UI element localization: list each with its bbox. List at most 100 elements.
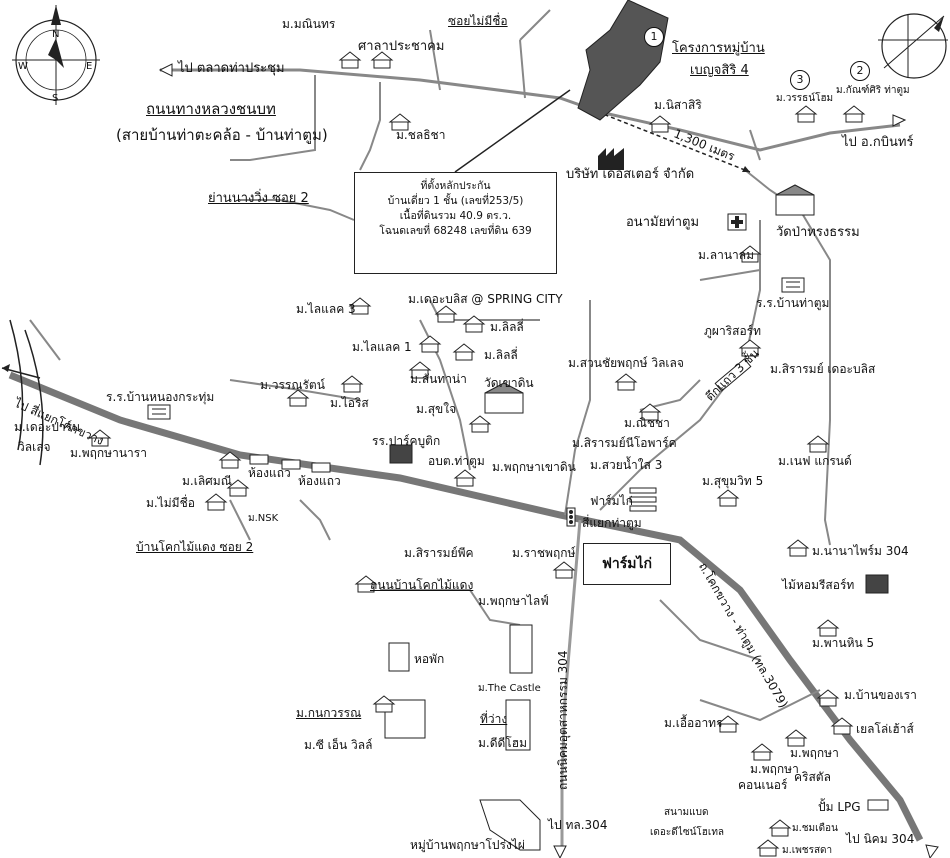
label: ม.เดอะปาร์ม	[14, 420, 80, 434]
label: ม.ชมเดือน	[792, 823, 838, 834]
label: ม.กนกวรรณ	[296, 706, 362, 720]
info-title: ที่ตั้งหลักประกัน	[420, 180, 491, 192]
label: ม.พฤกษาเขาดิน	[492, 460, 576, 474]
label: คริสตัล	[794, 770, 831, 784]
arrow-nikhom	[925, 844, 939, 858]
compass-w: W	[18, 61, 28, 72]
school-icon	[781, 277, 805, 293]
info-line1: บ้านเดี่ยว 1 ชั้น (เลขที่253/5)	[387, 195, 524, 207]
label: ปั้ม LPG	[818, 800, 861, 814]
label: ม.สิรารมย์นีโอพาร์ค	[572, 436, 677, 450]
info-line3: โฉนดเลขที่ 68248 เลขที่ดิน 639	[379, 225, 532, 237]
label: สี่แยกท่าตูม	[582, 516, 642, 530]
label: ม.พฤกษาไลฟ์	[478, 594, 549, 608]
resort-icon	[865, 574, 889, 594]
label: ถนนนิคมอุตสาหกรรม 304	[556, 650, 570, 790]
label: ม.เลิศมณี	[182, 474, 232, 488]
label: ม.พฤกษา	[790, 746, 839, 760]
label: ที่ว่าง	[480, 712, 508, 726]
factory-icon	[598, 148, 624, 170]
label: ม.ซี เอ็น วิลล์	[304, 738, 373, 752]
compass-right	[878, 13, 948, 79]
road-east	[744, 169, 831, 546]
marker-2[interactable]: 2	[850, 61, 870, 81]
label: ร.ร.บ้านท่าตูม	[756, 296, 830, 310]
label: ม.นานาไพร์ม 304	[812, 544, 909, 558]
label: ซอยไม่มีชื่อ	[448, 14, 508, 28]
chicken-farm-bars	[629, 487, 657, 512]
arrow-304	[553, 845, 567, 858]
road-south	[560, 519, 582, 850]
temple-icon	[775, 184, 815, 216]
label: อนามัยท่าตูม	[626, 215, 700, 230]
label: ม.สิรารมย์พีค	[404, 546, 474, 560]
main-road-west	[8, 371, 924, 842]
label: เบญจสิริ 4	[690, 63, 749, 78]
label: ไป ตลาดท่าประชุม	[178, 61, 285, 76]
label: ม.พฤกษานารา	[70, 446, 147, 460]
label: เดอะดีไซน์โฮเทล	[650, 827, 725, 838]
label: ม.กัณฑ์ศิริ ท่าตูม	[836, 85, 910, 96]
label: ม.สุขุมวิท 5	[702, 474, 764, 488]
label: ม.สุขใจ	[416, 402, 457, 416]
label: ม.วรรณรัตน์	[260, 378, 325, 392]
school-icon-3	[389, 444, 413, 464]
label: ไม้หอมรีสอร์ท	[782, 578, 855, 592]
label: ม.ลันทาน่า	[410, 372, 467, 386]
label: ไป ทล.304	[548, 818, 608, 832]
label: ร.ร.บ้านหนองกระทุ่ม	[106, 390, 215, 404]
label: ถนนบ้านโคกไม้แดง	[370, 578, 474, 592]
label: ม.The Castle	[478, 683, 541, 694]
compass-e: E	[86, 61, 93, 72]
compass-left	[12, 5, 100, 105]
school-icon-2	[147, 404, 171, 420]
label: ม.สิรารมย์ เดอะบลิส	[770, 362, 876, 376]
label: ม.ชลธิชา	[396, 128, 446, 142]
marker-3[interactable]: 3	[790, 70, 810, 90]
label: ม.เนฟ แกรนด์	[778, 454, 852, 468]
house-icons	[88, 51, 866, 857]
label: ม.พานหิน 5	[812, 636, 875, 650]
road-north	[564, 300, 591, 516]
label: ม.วรรธน์โฮม	[776, 93, 834, 104]
label: หมู่บ้านพฤกษาโปร่งไผ่	[410, 838, 525, 852]
label: ภูผาริสอร์ท	[704, 324, 762, 338]
health-cross-icon	[727, 213, 747, 231]
label: ม.มณินทร	[282, 17, 336, 31]
label: ม.เอื้ออาทร	[664, 716, 723, 730]
label: บริษัท เดอสเตอร์ จำกัด	[566, 167, 695, 182]
label: ไป อ.กบินทร์	[842, 135, 914, 150]
label: ม.ไม่มีชื่อ	[146, 496, 195, 510]
label: ม.บ้านของเรา	[844, 688, 917, 702]
arrow-market	[158, 63, 173, 77]
collateral-info-box: ที่ตั้งหลักประกัน บ้านเดี่ยว 1 ชั้น (เลข…	[354, 172, 557, 274]
label: ห้องแถว	[248, 466, 291, 480]
label: ม.เพชรสดา	[782, 845, 833, 856]
temple-icon-2	[484, 382, 524, 414]
label: ม.พฤกษา	[750, 762, 799, 776]
townhouse-block	[714, 358, 752, 392]
label: ม.เดอะบลิส @ SPRING CITY	[408, 292, 563, 306]
compass-s: S	[52, 93, 59, 104]
label: ย่านนางวิ่ง ซอย 2	[208, 191, 309, 206]
label: ม.ไลแลค 1	[352, 340, 412, 354]
label: ไป นิคม 304	[846, 832, 915, 846]
label: เยลโล่เฮ้าส์	[856, 722, 914, 736]
marker-1[interactable]: 1	[644, 27, 664, 47]
label: วัดป่าทรงธรรม	[776, 225, 860, 240]
label: ม.สวยน้ำใส 3	[590, 458, 663, 472]
label: วิลเลจ	[18, 440, 51, 454]
label: ม.ลิลลี่	[484, 348, 518, 362]
label: ม.สวนชัยพฤกษ์ วิลเลจ	[568, 356, 684, 370]
label: อบต.ท่าตูม	[428, 454, 485, 468]
label: ม.ลานาลม	[698, 248, 755, 262]
label: วัดเขาดิน	[484, 376, 534, 390]
traffic-light-icon	[566, 507, 576, 527]
label: ห้องแถว	[298, 474, 341, 488]
label: บ้านโคกไม้แดง ซอย 2	[136, 540, 254, 554]
info-line2: เนื้อที่ดินรวม 40.9 ตร.ว.	[399, 210, 512, 222]
distance-line	[597, 111, 751, 173]
label: ม.ราชพฤกษ์	[512, 546, 576, 560]
label: คอนเนอร์	[738, 778, 788, 792]
